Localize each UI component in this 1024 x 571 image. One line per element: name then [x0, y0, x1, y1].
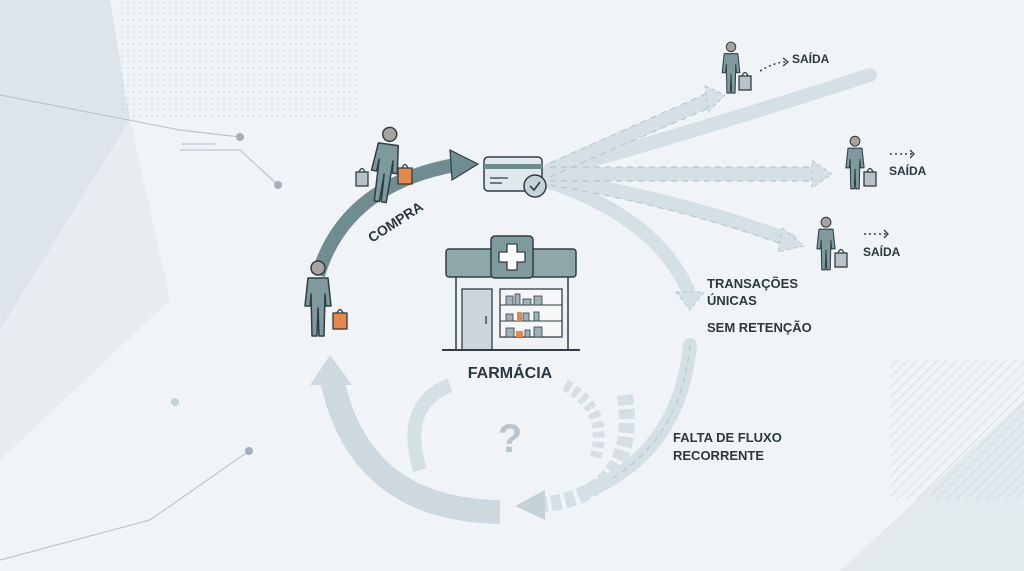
- pharmacy-label: FARMÁCIA: [468, 363, 553, 382]
- background-shape: [0, 120, 170, 460]
- saida-label-2: SAÍDA: [889, 163, 927, 178]
- purchase-arrow: [311, 158, 457, 278]
- transacoes-unicas-label-line2: ÚNICAS: [707, 293, 757, 308]
- arrow-icon: [674, 85, 833, 311]
- inner-loop-arrow: [407, 378, 453, 473]
- saida-label-3: SAÍDA: [863, 244, 901, 259]
- arrow-icon: [449, 148, 480, 182]
- exiting-customer-person-icon: [816, 216, 848, 271]
- recorrente-label: RECORRENTE: [673, 448, 764, 463]
- arrow-icon: [310, 355, 352, 385]
- circuit-lines: [0, 94, 279, 561]
- compra-label: COMPRA: [365, 198, 426, 245]
- transacoes-unicas-label: TRANSAÇÕES: [707, 276, 798, 291]
- dotted-arrow-icon: [759, 61, 787, 72]
- hatch-pattern: [890, 360, 1024, 500]
- saida-label-1: SAÍDA: [792, 51, 830, 66]
- return-arrow: [320, 377, 501, 524]
- walking-customer-person-icon: [355, 124, 413, 205]
- background-shape: [0, 0, 130, 330]
- exiting-customer-person-icon: [721, 41, 752, 94]
- credit-card-icon: [483, 156, 547, 198]
- check-icon: [523, 174, 547, 198]
- circuit-nodes: [171, 133, 282, 455]
- inner-loop-arrow: [561, 379, 605, 462]
- dot-pattern: [120, 0, 360, 120]
- medical-cross-icon: [498, 243, 526, 271]
- dispersal-arrow-outlines: [549, 91, 815, 491]
- question-mark-icon: ?: [498, 417, 522, 461]
- sem-retencao-label: SEM RETENÇÃO: [707, 320, 812, 335]
- falta-de-fluxo-label: FALTA DE FLUXO: [673, 430, 782, 445]
- exiting-customer-person-icon: [845, 135, 877, 190]
- arrow-icon: [515, 490, 545, 520]
- pharmacy-icon: [442, 235, 580, 351]
- loop-arrow: [539, 393, 635, 513]
